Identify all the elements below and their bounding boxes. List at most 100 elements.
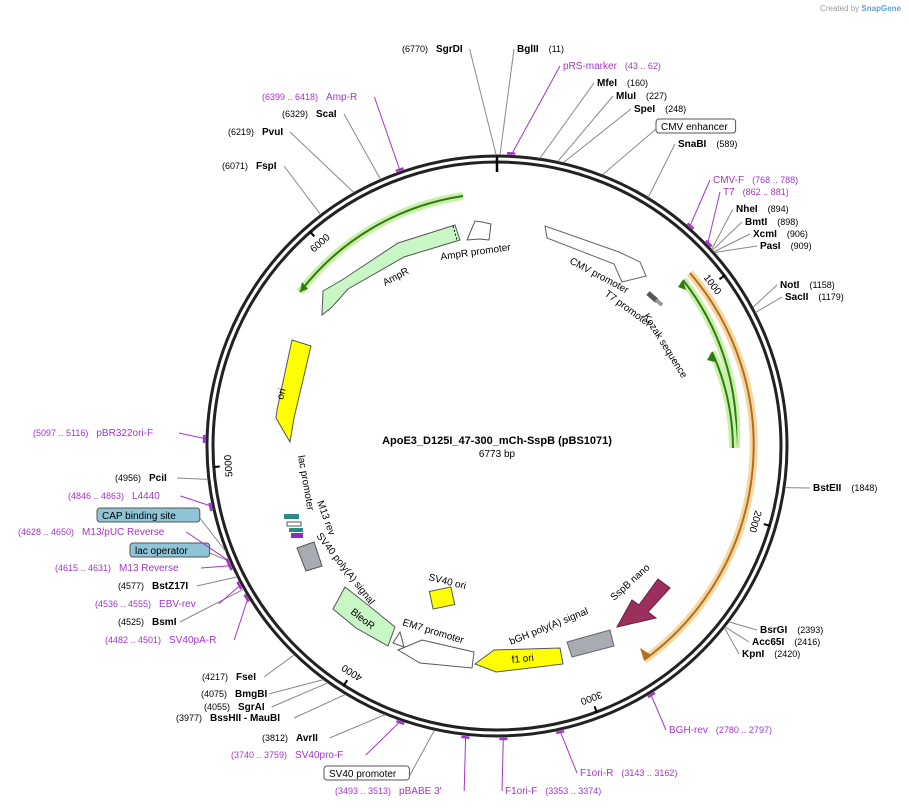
site-sv40-promoter[interactable]: SV40 promoter xyxy=(323,729,435,781)
leader-line xyxy=(233,596,249,641)
site-kpni[interactable]: KpnI(2420) xyxy=(723,627,800,660)
green-orf-2-arrowhead xyxy=(707,352,715,362)
site-fspi[interactable]: (6071)FspI xyxy=(222,161,322,215)
leader-line xyxy=(706,191,721,246)
site-bstz17i[interactable]: (4577)BstZ17I xyxy=(118,576,238,592)
site-pasi[interactable]: PasI(909) xyxy=(714,241,812,253)
site-pos: (768 .. 788) xyxy=(752,175,798,185)
scale-tick xyxy=(763,523,771,527)
site-spei[interactable]: SpeI(248) xyxy=(563,104,686,164)
site-pos: (5097 .. 5116) xyxy=(33,428,88,438)
site-m13-puc-reverse[interactable]: (4628 .. 4650)M13/pUC Reverse xyxy=(18,527,231,567)
site-text: (3977)BssHII - MauBI xyxy=(176,713,280,724)
leader-line xyxy=(365,720,402,756)
site-noti[interactable]: NotI(1158) xyxy=(752,280,835,308)
site-name: SpeI xyxy=(634,104,655,115)
site-pcii[interactable]: (4956)PciI xyxy=(115,473,208,484)
site-ebv-rev[interactable]: (4536 .. 4555)EBV-rev xyxy=(95,581,243,610)
t7-promoter-mark xyxy=(646,291,659,303)
m13-rev-label: M13 rev xyxy=(314,499,337,537)
green-orf-2 xyxy=(711,351,734,449)
site-sgrai[interactable]: (4055)SgrAI xyxy=(204,682,329,713)
feature-box xyxy=(655,118,737,134)
site-sv40pro-f[interactable]: (3740 .. 3759)SV40pro-F xyxy=(231,720,405,761)
site-t7[interactable]: T7(862 .. 881) xyxy=(705,187,789,248)
site-sgrdi[interactable]: (6770)SgrDI xyxy=(402,44,497,156)
site-text: (6329)ScaI xyxy=(282,109,337,120)
scale-tick xyxy=(308,230,316,238)
site-text: SpeI(248) xyxy=(634,104,686,115)
site-mfei[interactable]: MfeI(160) xyxy=(539,78,648,159)
site-mlui[interactable]: MluI(227) xyxy=(557,91,667,162)
site-name: BssHII - MauBI xyxy=(210,713,280,724)
site-cmv-f[interactable]: CMV-F (768 .. 788) xyxy=(686,175,799,230)
primer-mark xyxy=(647,691,656,699)
credit-prefix: Created by xyxy=(820,4,860,13)
site-text: (4075)BmgBI xyxy=(201,689,267,700)
site-name: BmgBI xyxy=(235,689,267,700)
site-fsei[interactable]: (4217)FseI xyxy=(202,654,295,683)
site-text: BmtI(898) xyxy=(745,217,798,228)
site-bsmi[interactable]: (4525)BsmI xyxy=(118,588,244,628)
site-avrii[interactable]: (3812)AvrII xyxy=(262,714,386,744)
site-acc65i[interactable]: Acc65I(2416) xyxy=(724,626,820,648)
site-name: SV40 promoter xyxy=(329,769,397,780)
f1-ori-arrow xyxy=(473,647,564,673)
site-text: F1ori-R(3143 .. 3162) xyxy=(580,768,677,779)
site-xcmi[interactable]: XcmI(906) xyxy=(713,229,808,253)
site-l4440[interactable]: (4846 .. 4863)L4440 xyxy=(68,491,213,512)
site-pbabe-3-[interactable]: (3493 .. 3513)pBABE 3' xyxy=(335,735,470,797)
scale-tick-label: 5000 xyxy=(223,454,236,477)
site-pos: (2393) xyxy=(797,625,823,635)
ampr-promoter-label: AmpR promoter xyxy=(440,242,512,263)
site-bmti[interactable]: BmtI(898) xyxy=(711,217,798,251)
site-name: PvuI xyxy=(262,127,283,138)
leader-line xyxy=(728,621,758,631)
leader-line xyxy=(469,48,497,156)
site-name: M13 Reverse xyxy=(119,563,179,574)
site-pos: (2420) xyxy=(774,649,800,659)
site-text: BstEII(1848) xyxy=(813,483,877,494)
site-lac-operator[interactable]: lac operator xyxy=(129,542,231,562)
site-snabi[interactable]: SnaBI(589) xyxy=(647,139,737,198)
em7-small-arrow xyxy=(392,630,405,648)
site-cmv-enhancer[interactable]: CMV enhancer xyxy=(602,118,737,176)
ampr-dotted xyxy=(452,225,458,241)
site-f1ori-r[interactable]: F1ori-R(3143 .. 3162) xyxy=(555,729,677,779)
site-pos: (4628 .. 4650) xyxy=(18,527,74,537)
site-pvui[interactable]: (6219)PvuI xyxy=(228,127,355,193)
site-pos: (6329) xyxy=(282,109,308,119)
site-scai[interactable]: (6329)ScaI xyxy=(282,109,381,180)
leader-line xyxy=(343,113,381,180)
site-name: CMV-F xyxy=(713,175,744,186)
site-bglii[interactable]: BglII(11) xyxy=(499,44,564,156)
site-text: T7(862 .. 881) xyxy=(723,187,789,198)
site-f1ori-f[interactable]: F1ori-F(3353 .. 3374) xyxy=(499,736,601,797)
site-pos: (898) xyxy=(777,217,798,227)
site-nhei[interactable]: NheI(894) xyxy=(711,204,789,250)
sv40-ori-box xyxy=(428,586,456,610)
site-text: NotI(1158) xyxy=(780,280,835,291)
site-sacii[interactable]: SacII(1179) xyxy=(755,292,844,313)
site-text: SacII(1179) xyxy=(785,292,844,303)
site-text: Acc65I(2416) xyxy=(752,637,820,648)
site-bgh-rev[interactable]: BGH-rev(2780 .. 2797) xyxy=(647,691,772,736)
site-bsshii-maubi[interactable]: (3977)BssHII - MauBI xyxy=(176,693,346,724)
site-text: (3740 .. 3759)SV40pro-F xyxy=(231,750,343,761)
site-text: SnaBI(589) xyxy=(678,139,737,150)
site-pos: (4577) xyxy=(118,581,144,591)
site-text: (4525)BsmI xyxy=(118,617,177,628)
site-amp-r[interactable]: (6399 .. 6418)Amp-R xyxy=(262,92,404,173)
site-bmgbi[interactable]: (4075)BmgBI xyxy=(201,679,324,700)
site-cap-binding-site[interactable]: CAP binding site xyxy=(96,507,227,552)
site-pbr322ori-f[interactable]: (5097 .. 5116)pBR322ori-F xyxy=(33,428,207,443)
site-m13-reverse[interactable]: (4615 .. 4631)M13 Reverse xyxy=(55,562,233,574)
site-bsteii[interactable]: BstEII(1848) xyxy=(784,483,877,494)
site-name: BstEII xyxy=(813,483,842,494)
site-name: L4440 xyxy=(132,491,160,502)
leader-line xyxy=(752,284,778,308)
site-sv40pa-r[interactable]: (4482 .. 4501)SV40pA-R xyxy=(105,594,250,646)
site-prs-marker[interactable]: pRS-marker(43 .. 62) xyxy=(506,61,661,156)
site-bsrgi[interactable]: BsrGI(2393) xyxy=(728,621,823,636)
leader-line xyxy=(647,143,676,198)
